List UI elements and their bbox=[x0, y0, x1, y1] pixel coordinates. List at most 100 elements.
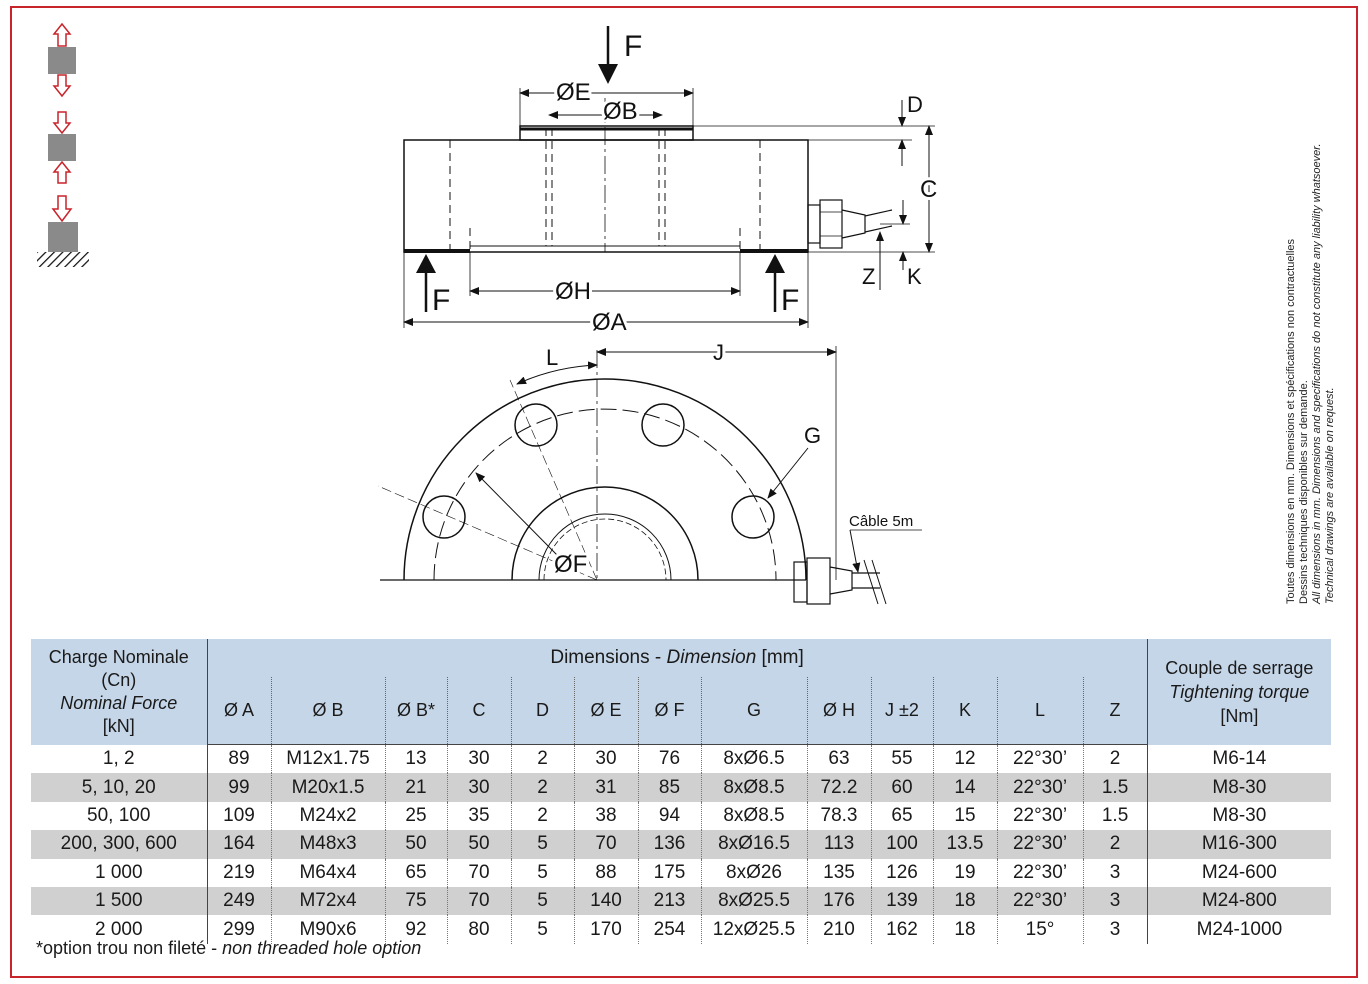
table-cell: 70 bbox=[446, 858, 511, 887]
table-cell: 113 bbox=[806, 830, 871, 859]
dimensions-header-fr: Dimensions - bbox=[550, 647, 662, 668]
table-cell: 38 bbox=[573, 801, 638, 831]
table-cell: 92 bbox=[384, 915, 447, 944]
footnote: *option trou non fileté - non threaded h… bbox=[36, 938, 421, 959]
dimension-label-k: K bbox=[907, 264, 922, 289]
table-cell: 75 bbox=[384, 886, 447, 916]
table-cell: 162 bbox=[870, 915, 933, 944]
table-cell: 55 bbox=[870, 744, 933, 774]
col-header: Ø H bbox=[806, 677, 871, 745]
table-cell: 18 bbox=[932, 915, 997, 944]
force-label-top: F bbox=[624, 30, 642, 63]
table-cell: M90x6 bbox=[270, 915, 385, 944]
table-cell: 3 bbox=[1082, 915, 1148, 944]
table-cell: M24-800 bbox=[1146, 886, 1332, 916]
dimension-label-z: Z bbox=[862, 264, 875, 289]
table-cell: 94 bbox=[637, 801, 701, 831]
dimension-label-l: L bbox=[546, 345, 558, 370]
table-cell: M24-600 bbox=[1146, 858, 1332, 887]
table-cell: 8xØ16.5 bbox=[700, 830, 807, 859]
page-frame bbox=[10, 6, 1358, 978]
dimensions-header-en: Dimension bbox=[666, 647, 757, 668]
table-cell: 12 bbox=[932, 744, 997, 774]
table-cell: 70 bbox=[446, 886, 511, 916]
dimension-label-d: D bbox=[907, 92, 923, 117]
table-cell: 8xØ6.5 bbox=[700, 744, 807, 774]
table-cell: 3 bbox=[1082, 858, 1148, 887]
table-cell: M16-300 bbox=[1146, 830, 1332, 859]
note-line-4: Technical drawings are available on requ… bbox=[1324, 387, 1336, 604]
table-cell: M6-14 bbox=[1146, 744, 1332, 774]
table-cell: 100 bbox=[870, 830, 933, 859]
table-cell: 63 bbox=[806, 744, 871, 774]
table-cell: 2 bbox=[510, 801, 574, 831]
table-cell: M64x4 bbox=[270, 858, 385, 887]
table-cell: 22°30’ bbox=[996, 830, 1083, 859]
table-cell: 5 bbox=[510, 830, 574, 859]
table-cell: 1.5 bbox=[1082, 801, 1148, 831]
table-cell: 88 bbox=[573, 858, 638, 887]
table-cell: 65 bbox=[384, 858, 447, 887]
table-cell: M20x1.5 bbox=[270, 773, 385, 802]
table-cell: 80 bbox=[446, 915, 511, 944]
table-cell: 5 bbox=[510, 915, 574, 944]
table-cell: 89 bbox=[228, 748, 250, 770]
table-cell: 85 bbox=[637, 773, 701, 802]
table-cell: 213 bbox=[637, 886, 701, 916]
col-header: D bbox=[510, 677, 574, 745]
table-cell: 2 bbox=[1082, 744, 1148, 774]
table-cell: 22°30’ bbox=[996, 744, 1083, 774]
dimension-label-g: G bbox=[804, 423, 821, 448]
table-cell: 30 bbox=[446, 744, 511, 774]
table-cell: M8-30 bbox=[1146, 773, 1332, 802]
dimension-label-f: ØF bbox=[554, 551, 587, 578]
force-label-right: F bbox=[781, 284, 799, 317]
table-cell: 12xØ25.5 bbox=[700, 915, 807, 944]
table-cell: 3 bbox=[1082, 886, 1148, 916]
table-cell: 15 bbox=[932, 801, 997, 831]
nominal-force-header: Charge Nominale (Cn) Nominal Force [kN] bbox=[31, 639, 208, 745]
table-cell: 2 bbox=[510, 773, 574, 802]
dimension-label-e: ØE bbox=[556, 79, 591, 106]
table-cell: 30 bbox=[573, 744, 638, 774]
ground-load-icon bbox=[37, 195, 89, 267]
col-header: C bbox=[446, 677, 511, 745]
col-header: Z bbox=[1082, 677, 1148, 745]
table-cell: 5, 10, 20 bbox=[31, 773, 208, 802]
head-right-line-1: Couple de serrage bbox=[1165, 657, 1314, 678]
table-cell: 8xØ26 bbox=[700, 858, 807, 887]
table-cell: 72.2 bbox=[806, 773, 871, 802]
table-cell: 140 bbox=[573, 886, 638, 916]
top-view bbox=[377, 346, 922, 605]
col-header: Ø A bbox=[207, 677, 271, 745]
table-cell: M48x3 bbox=[270, 830, 385, 859]
dimensions-header-unit: [mm] bbox=[761, 647, 804, 668]
dimension-label-j: J bbox=[713, 340, 724, 365]
table-cell: 254 bbox=[637, 915, 701, 944]
table-cell: 22°30’ bbox=[996, 801, 1083, 831]
dimensions-header: Dimensions - Dimension [mm] bbox=[207, 639, 1148, 677]
head-right-line-2: Tightening torque bbox=[1169, 681, 1310, 702]
technical-drawing: F ØE ØB D C Z K F F ØH ØA L J G ØF Câble… bbox=[37, 22, 938, 605]
table-cell: 136 bbox=[637, 830, 701, 859]
table-cell: 22°30’ bbox=[996, 886, 1083, 916]
head-left-line-4: [kN] bbox=[102, 715, 135, 736]
table-cell: 1 000 bbox=[31, 858, 208, 887]
table-cell: 31 bbox=[573, 773, 638, 802]
col-header: Ø E bbox=[573, 677, 638, 745]
table-cell: 78.3 bbox=[806, 801, 871, 831]
note-line-3: All dimensions in mm. Dimensions and spe… bbox=[1311, 143, 1323, 604]
force-arrows bbox=[416, 26, 785, 312]
table-cell: 176 bbox=[806, 886, 871, 916]
table-cell: 65 bbox=[870, 801, 933, 831]
table-cell: 5 bbox=[510, 886, 574, 916]
table-cell: M24x2 bbox=[270, 801, 385, 831]
table-cell: 50 bbox=[446, 830, 511, 859]
table-cell: 2 bbox=[1082, 830, 1148, 859]
col-header: Ø B bbox=[270, 677, 385, 745]
table-cell: 109 bbox=[223, 804, 255, 826]
table-cell: 8xØ25.5 bbox=[700, 886, 807, 916]
table-cell: 8xØ8.5 bbox=[700, 801, 807, 831]
